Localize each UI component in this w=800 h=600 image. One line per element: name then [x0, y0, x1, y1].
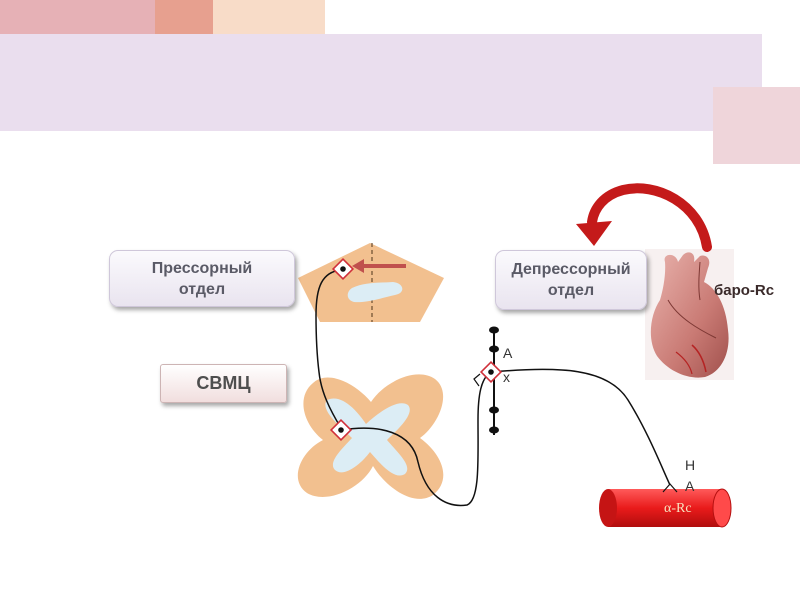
spinal-cord-grey-matter: [325, 398, 410, 476]
synapse-pressor-icon: [331, 257, 355, 281]
synapse-svmc-icon: [329, 418, 353, 442]
noradrenaline-label-a: А: [685, 478, 695, 494]
pressor-region-label: Прессорный отдел: [109, 250, 295, 307]
pressor-region-text: Прессорный отдел: [151, 259, 253, 298]
depressor-region-text: Депрессорный отдел: [511, 261, 631, 299]
ganglion-pointer: [473, 373, 481, 387]
svmc-text: СВМЦ: [196, 373, 251, 393]
medulla-pentagon: [298, 243, 444, 322]
blood-vessel-icon: [599, 483, 732, 528]
depressor-region-label: Депрессорный отдел: [495, 250, 647, 310]
synapse-ganglion-icon: [479, 360, 503, 384]
inhibition-arrowhead: [352, 259, 364, 273]
baro-receptor-label: баро-Rc: [714, 282, 775, 299]
trunk-node: [489, 406, 499, 414]
pressor-to-svmc-fibre: [315, 269, 342, 429]
medulla-grey-matter: [347, 282, 403, 303]
postganglionic-fibre: [490, 368, 671, 486]
acetylcholine-label-a: А: [503, 345, 513, 361]
trunk-node: [489, 326, 499, 334]
header-band-lavender: [0, 34, 762, 131]
curved-arrow-icon: [576, 183, 712, 252]
alpha-receptor-label: α-Rc: [664, 501, 692, 516]
header-square-pink: [713, 87, 800, 164]
trunk-node: [489, 345, 499, 353]
acetylcholine-label-x: х: [503, 369, 510, 385]
svmc-label: СВМЦ: [160, 364, 287, 403]
noradrenaline-label-n: Н: [685, 457, 696, 473]
preganglionic-fibre: [340, 371, 492, 507]
trunk-node: [489, 426, 499, 434]
heart-aorta-icon: [645, 249, 734, 380]
